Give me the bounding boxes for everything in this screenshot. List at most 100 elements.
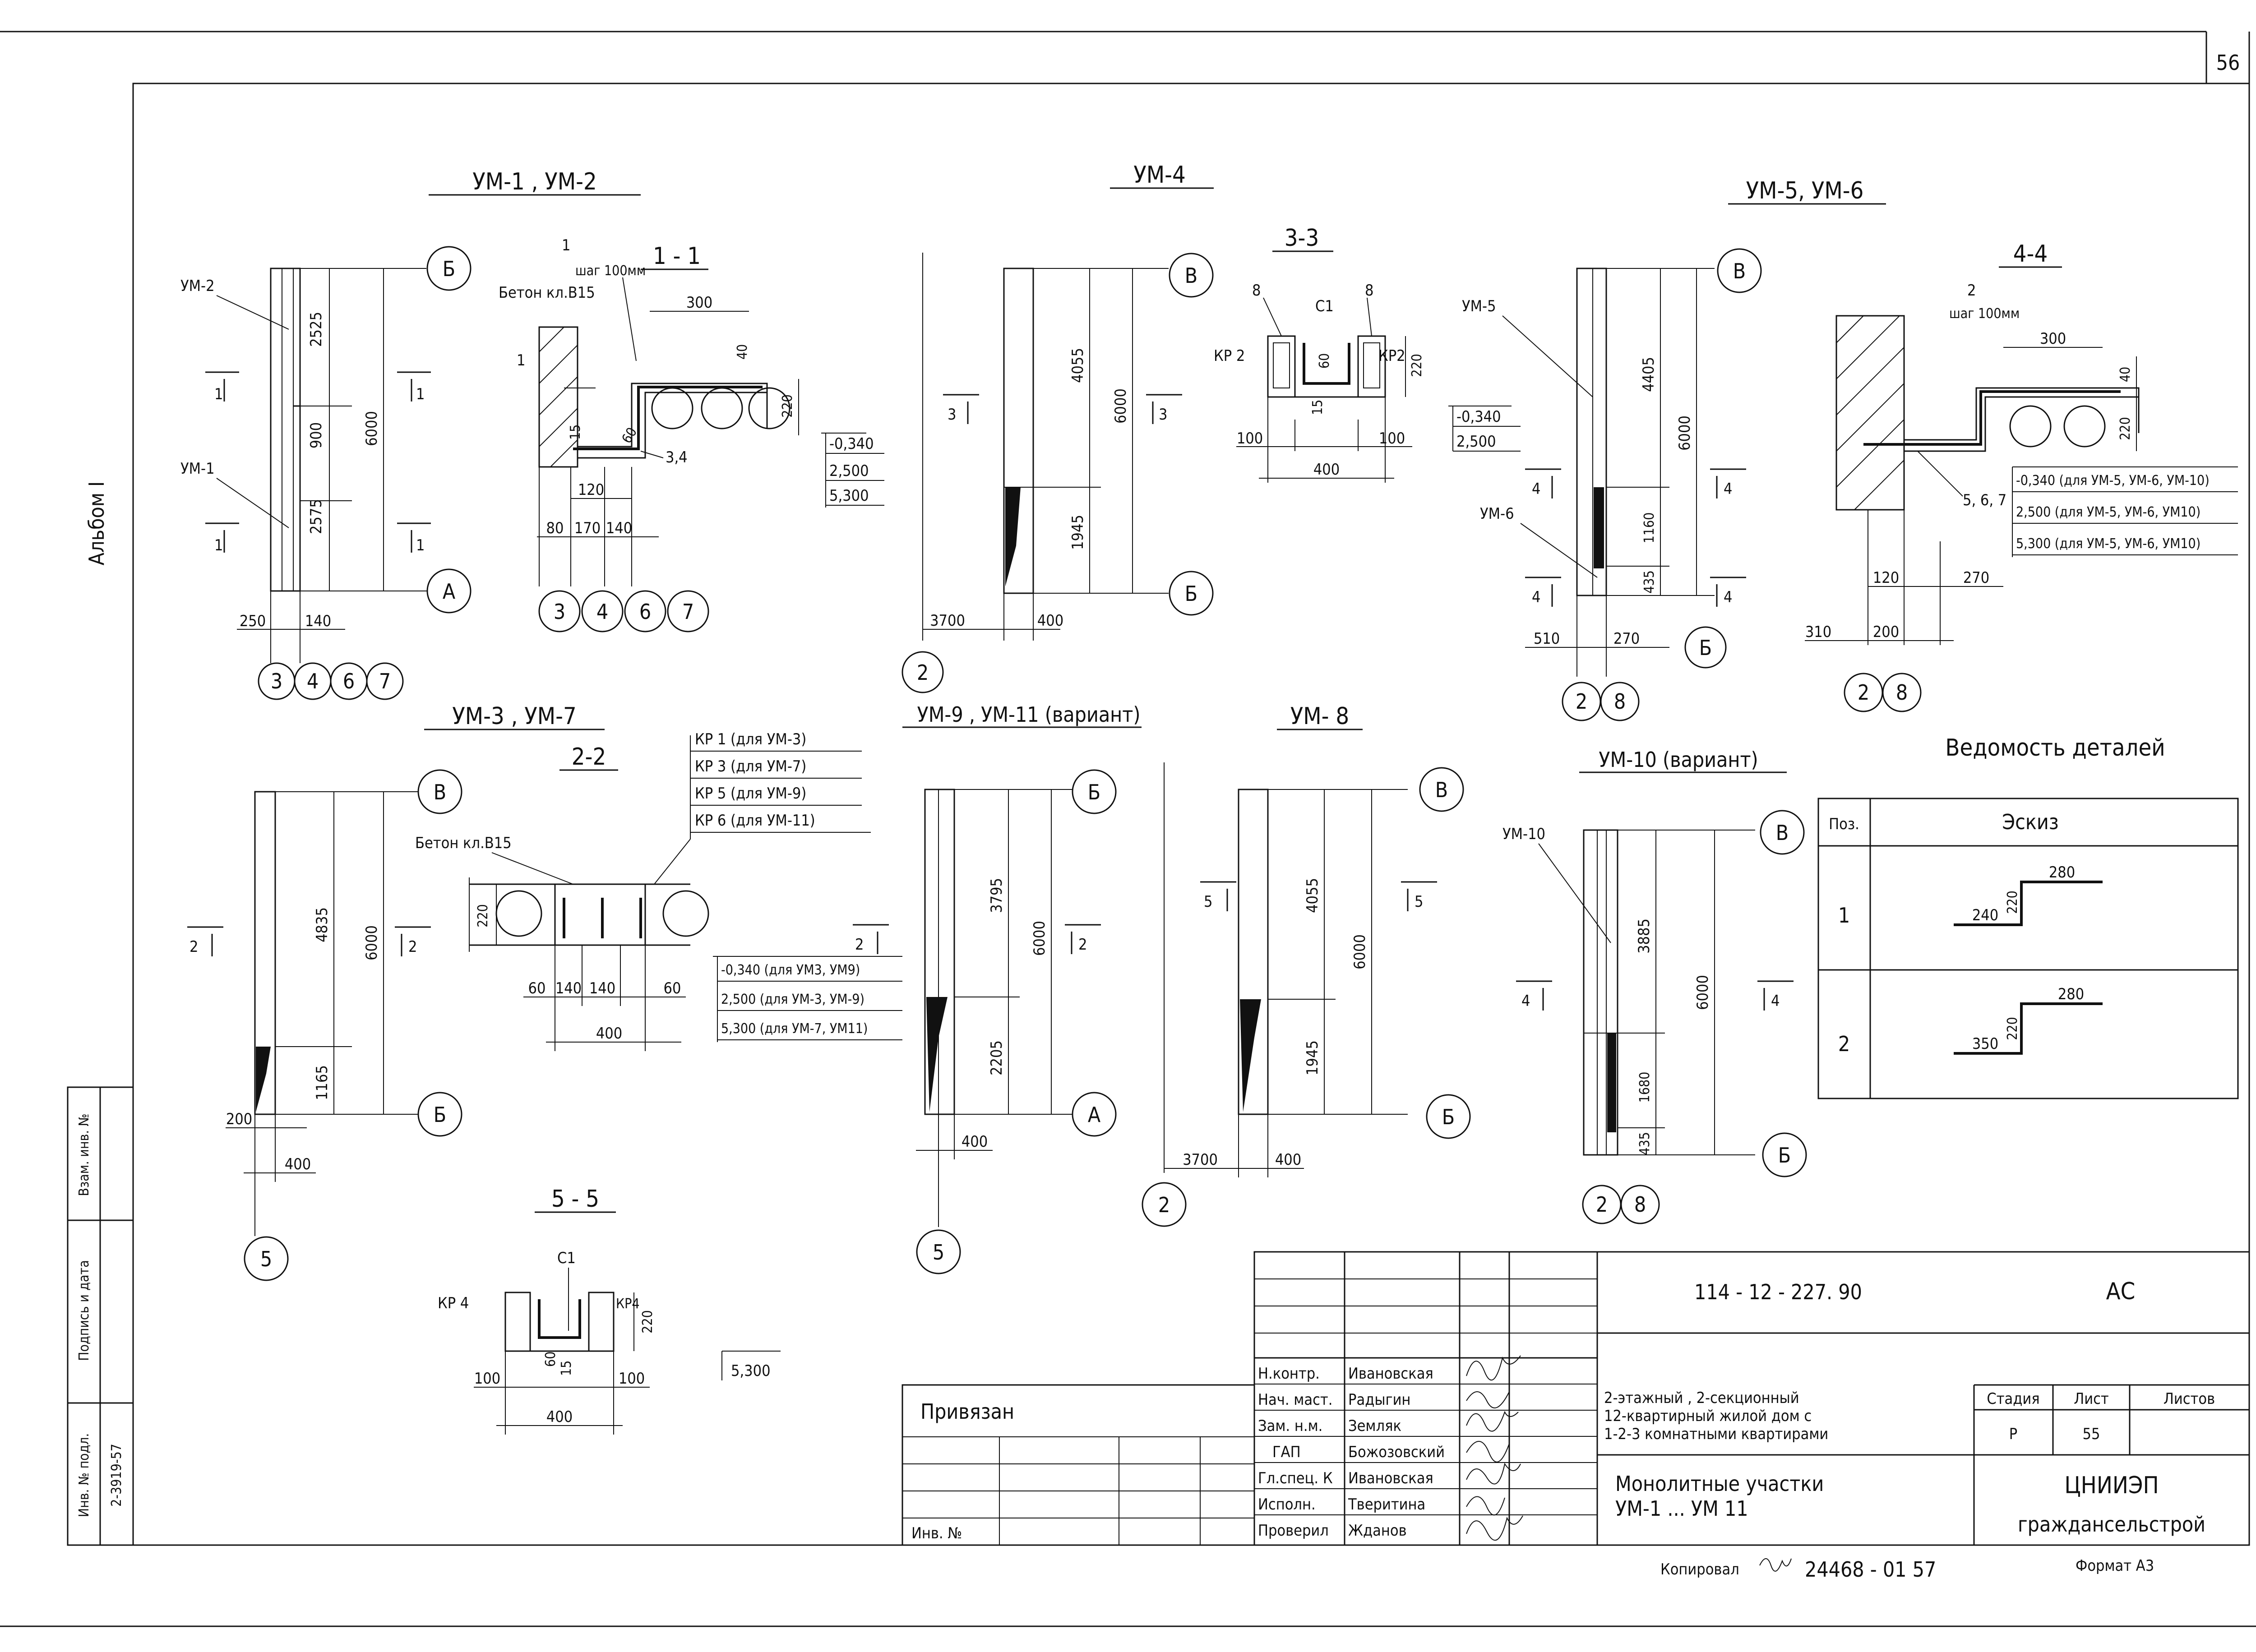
axis-bubble: 5 xyxy=(933,1240,944,1264)
project-line: 2-этажный , 2-секционный xyxy=(1604,1389,1799,1407)
axis-bubble: Б xyxy=(1088,780,1100,804)
level: 5,300 xyxy=(829,487,869,505)
kr-item: КР 3 (для УМ-7) xyxy=(695,757,806,775)
role: Нач. маст. xyxy=(1258,1391,1332,1409)
level: 2,500 (для УМ-5, УМ-6, УМ10) xyxy=(2016,504,2201,520)
axis-bubble: 2 xyxy=(917,660,929,685)
dim: 120 xyxy=(1873,569,1899,587)
dim: 60 xyxy=(528,979,546,997)
cut-mark: 2 xyxy=(190,938,198,956)
axis-bubble: 8 xyxy=(1634,1192,1646,1217)
dim: 1 xyxy=(517,351,525,369)
dim: 40 xyxy=(2117,367,2133,382)
dim: 310 xyxy=(1805,623,1831,641)
stage-value: Р xyxy=(2009,1425,2017,1443)
dim: 6000 xyxy=(1031,921,1049,956)
level: 5,300 (для УМ-5, УМ-6, УМ10) xyxy=(2016,536,2201,552)
dim: 220 xyxy=(780,394,795,418)
dim: 250 xyxy=(240,612,266,630)
cut-mark: 2 xyxy=(1078,936,1087,954)
dim: 60 xyxy=(543,1352,559,1367)
note: 5, 6, 7 xyxy=(1963,491,2006,509)
axis-bubble: 7 xyxy=(379,669,391,693)
axis-bubble: 5 xyxy=(260,1247,272,1271)
view-um10: УМ-10 (вариант) 3885 6000 1680 435 УМ-10… xyxy=(1502,748,1807,1224)
dim: 100 xyxy=(619,1370,645,1388)
dim: 400 xyxy=(285,1155,311,1173)
col-header-pos: Поз. xyxy=(1829,815,1859,833)
kr-item: КР 1 (для УМ-3) xyxy=(695,730,806,748)
dim: 220 xyxy=(2117,417,2133,440)
org-name: граждансельстрой xyxy=(2018,1512,2205,1537)
label-um5: УМ-5 xyxy=(1462,297,1496,315)
dim: 4055 xyxy=(1069,348,1087,383)
section-3-3: 3-3 8 С1 8 КР 2 КР2 60 220 15 100 100 40… xyxy=(1214,225,1521,483)
name: Тверитина xyxy=(1348,1495,1425,1514)
dim: 6000 xyxy=(1676,415,1694,451)
axis-bubble: 6 xyxy=(639,600,651,624)
dim: 6000 xyxy=(363,925,381,960)
axis-bubble: 6 xyxy=(343,669,355,693)
cut-mark: 3 xyxy=(1159,406,1167,424)
sheet-value: 55 xyxy=(2083,1425,2100,1443)
view-um5-um6: УМ-5, УМ-6 4405 6000 1160 435 В Б УМ-5 У… xyxy=(1462,177,1886,721)
axis-bubble: 2 xyxy=(1858,680,1869,705)
sketch-dim: 240 xyxy=(1972,906,1998,924)
cut-mark: 1 xyxy=(416,385,425,403)
project-line: 1-2-3 комнатными квартирами xyxy=(1604,1425,1828,1443)
dim: 200 xyxy=(226,1110,252,1128)
dim: 220 xyxy=(640,1310,656,1334)
cut-mark: 4 xyxy=(1724,588,1732,606)
dim: 140 xyxy=(555,979,582,997)
dim: 400 xyxy=(1313,461,1340,479)
level: 5,300 (для УМ-7, УМ11) xyxy=(721,1021,868,1037)
note: КР 2 xyxy=(1214,347,1245,365)
role: Исполн. xyxy=(1258,1495,1316,1514)
label-um1: УМ-1 xyxy=(180,460,215,478)
role: Н.контр. xyxy=(1258,1365,1320,1383)
title-block: Н.контр. Ивановская Нач. маст. Радыгин З… xyxy=(1253,1251,2250,1546)
axis-bubble: В xyxy=(434,780,446,804)
cut-mark: 4 xyxy=(1771,992,1780,1010)
sheet-title: УМ-1 ... УМ 11 xyxy=(1615,1496,1748,1521)
side-inv-number: 2-3919-57 xyxy=(109,1444,125,1507)
dim: 400 xyxy=(962,1133,988,1151)
page-number: 56 xyxy=(2216,51,2240,75)
section-4-4: 4-4 2 шаг 100мм 5, 6, 7 300 40 220 -0,34… xyxy=(1805,240,2238,712)
note: КР4 xyxy=(616,1296,640,1312)
axis-bubble: Б xyxy=(1185,581,1197,606)
dim: 300 xyxy=(686,294,712,312)
dim: 100 xyxy=(474,1370,500,1388)
dim: 1945 xyxy=(1304,1040,1322,1075)
note: Бетон кл.В15 xyxy=(499,284,595,302)
side-label-replace: Взам. инв. № xyxy=(76,1113,92,1196)
dim: 3700 xyxy=(1183,1151,1218,1169)
section-title: 2-2 xyxy=(572,743,606,771)
view-um1-um2: УМ-1 , УМ-2 2525 900 2575 6000 УМ-2 УМ-1… xyxy=(180,168,641,700)
dim: 6000 xyxy=(1351,934,1369,969)
dim: 2525 xyxy=(307,312,325,347)
dim: 220 xyxy=(475,904,491,928)
sheet-label: Лист xyxy=(2074,1390,2109,1408)
cut-mark: 1 xyxy=(214,385,223,403)
level: -0,340 xyxy=(1456,408,1501,426)
name: Ивановская xyxy=(1348,1365,1433,1383)
view-title: УМ-4 xyxy=(1133,162,1186,189)
axis-bubble: В xyxy=(1435,778,1448,802)
note: 1 xyxy=(562,236,570,254)
role: Зам. н.м. xyxy=(1258,1417,1322,1435)
side-stamp: Инв. № подл. Подпись и дата Взам. инв. №… xyxy=(67,1086,134,1546)
kr-item: КР 6 (для УМ-11) xyxy=(695,812,815,830)
section-2-2: 2-2 КР 1 (для УМ-3) КР 3 (для УМ-7) КР 5… xyxy=(415,730,902,1051)
sheets-label: Листов xyxy=(2164,1390,2215,1408)
axis-bubble: Б xyxy=(1699,636,1712,660)
format-label: Формат А3 xyxy=(2076,1557,2154,1575)
dim: 40 xyxy=(735,344,750,360)
note: 8 xyxy=(1365,281,1373,300)
cut-mark: 2 xyxy=(408,938,417,956)
name: Жданов xyxy=(1348,1522,1407,1540)
dim: 6000 xyxy=(1112,388,1130,424)
axis-bubble: Б xyxy=(1442,1105,1455,1129)
dim: 15 xyxy=(1310,400,1326,415)
